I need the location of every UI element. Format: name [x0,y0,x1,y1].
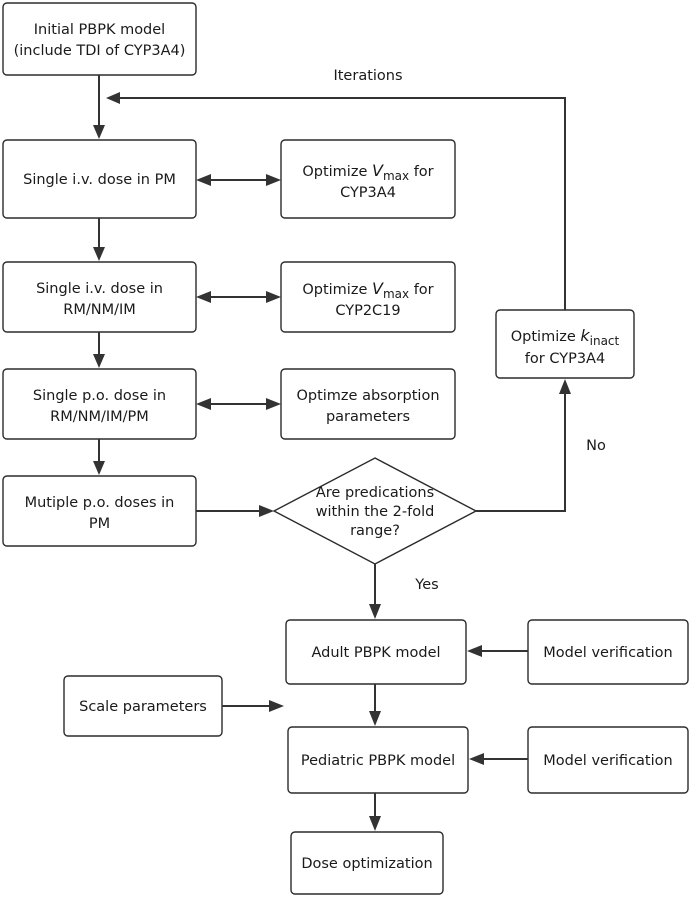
node-adult-pbpk-label: Adult PBPK model [311,645,440,661]
node-po-single-dose: Single p.o. dose in RM/NM/IM/PM [2,368,197,440]
edge-decision-to-adult-yes [369,564,381,619]
node-optimize-vmax-cyp3a4: Optimize Vmax for CYP3A4 [280,139,456,219]
edge-iterations-loop [106,92,566,310]
edge-scale-to-pediatric [222,700,284,712]
node-iv-pm-line1: Single i.v. dose in PM [23,172,176,188]
node-iv-rm-nm-im-line2: RM/NM/IM [63,302,136,318]
node-optimize-absorption-line2: parameters [326,409,410,425]
edge-iv-pm-to-iv-rm [93,218,105,261]
edge-verification-to-pediatric [469,753,528,765]
node-pediatric-pbpk: Pediatric PBPK model [287,726,469,794]
node-decision-2fold-line1: Are predications [316,485,434,501]
node-adult-pbpk: Adult PBPK model [285,619,467,685]
node-optimize-vmax-cyp2c19: Optimize Vmax for CYP2C19 [280,261,456,333]
edge-iv-rm-optimize-vmax-cyp2c19 [196,291,281,303]
edge-label-yes: Yes [414,577,438,593]
node-iv-pm: Single i.v. dose in PM [2,139,197,219]
node-iv-rm-nm-im-line1: Single i.v. dose in [36,281,163,297]
node-decision-2fold: Are predications within the 2-fold range… [272,457,478,565]
node-model-verification-pediatric-label: Model verification [543,753,672,769]
node-model-verification-adult-label: Model verification [543,645,672,661]
edge-initial-to-iv-pm [93,75,105,139]
node-scale-parameters: Scale parameters [63,675,223,737]
node-optimize-kinact-line2: for CYP3A4 [525,351,605,367]
node-decision-2fold-line2: within the 2-fold [316,504,435,520]
node-optimize-kinact: Optimize kinact for CYP3A4 [495,309,635,379]
node-po-multiple-doses-line2: PM [89,516,110,532]
node-optimize-vmax-cyp2c19-line1: Optimize Vmax for [302,279,433,301]
node-initial-model-line1: Initial PBPK model [34,22,165,38]
node-dose-optimization: Dose optimization [290,831,444,895]
edge-decision-to-kinact-no [476,379,571,512]
node-po-single-dose-line2: RM/NM/IM/PM [50,409,149,425]
edge-label-no: No [586,438,606,454]
node-optimize-vmax-cyp3a4-line2: CYP3A4 [340,185,396,201]
edge-pediatric-to-dose-optimization [369,793,381,831]
node-optimize-absorption-line1: Optimze absorption [296,388,439,404]
node-optimize-vmax-cyp2c19-line2: CYP2C19 [335,303,400,319]
node-po-multiple-doses-line1: Mutiple p.o. doses in [25,495,175,511]
edge-adult-to-pediatric [369,684,381,726]
node-optimize-absorption: Optimze absorption parameters [280,368,456,440]
node-pediatric-pbpk-label: Pediatric PBPK model [301,753,455,769]
node-optimize-kinact-line1: Optimize kinact [511,326,620,348]
edge-po-multiple-to-decision [196,505,274,517]
node-dose-optimization-label: Dose optimization [301,856,432,872]
edge-iv-pm-optimize-vmax-cyp3a4 [196,174,281,186]
edge-iv-rm-to-po-single [93,332,105,368]
node-decision-2fold-line3: range? [350,523,400,539]
node-iv-rm-nm-im: Single i.v. dose in RM/NM/IM [2,261,197,333]
node-initial-model-line2: (include TDI of CYP3A4) [14,43,186,59]
node-model-verification-pediatric: Model verification [527,726,689,794]
edge-po-single-to-po-multiple [93,439,105,475]
edge-label-iterations: Iterations [333,68,402,84]
node-initial-model: Initial PBPK model (include TDI of CYP3A… [2,2,197,76]
node-optimize-vmax-cyp3a4-line1: Optimize Vmax for [302,161,433,183]
edge-verification-to-adult [467,645,528,657]
node-po-multiple-doses: Mutiple p.o. doses in PM [2,475,197,547]
node-scale-parameters-label: Scale parameters [79,699,207,715]
node-model-verification-adult: Model verification [527,619,689,685]
edge-po-single-optimize-absorption [196,398,281,410]
node-po-single-dose-line1: Single p.o. dose in [33,388,166,404]
